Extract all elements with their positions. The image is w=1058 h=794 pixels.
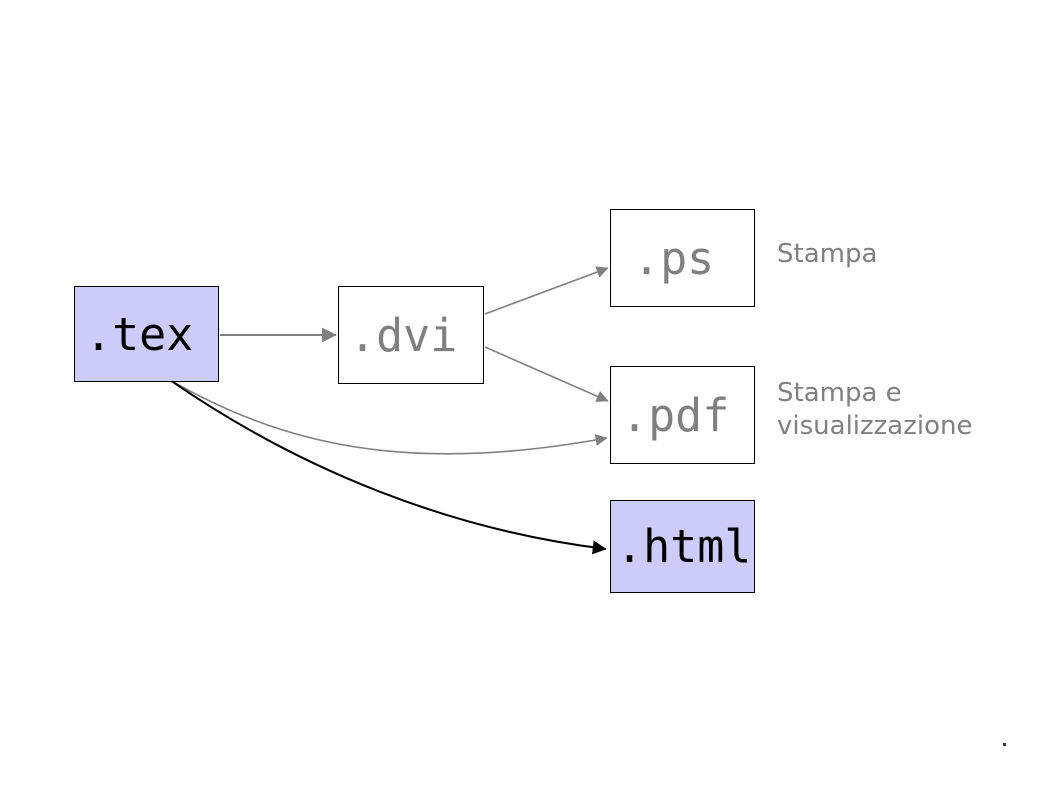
node-dvi-label: .dvi xyxy=(349,308,458,362)
node-tex-label: .tex xyxy=(85,307,194,361)
node-ps-label: .ps xyxy=(633,231,715,285)
annotation-stampa-visualizzazione: Stampa e visualizzazione xyxy=(777,378,973,441)
node-html-label: .html xyxy=(616,520,752,573)
node-dvi[interactable]: .dvi xyxy=(338,286,484,384)
node-pdf[interactable]: .pdf xyxy=(610,366,755,464)
edge-dvi-to-pdf xyxy=(484,346,609,402)
stray-speck-mark xyxy=(1003,743,1006,746)
node-tex[interactable]: .tex xyxy=(74,286,219,382)
edge-tex-to-pdf xyxy=(169,379,608,455)
edge-dvi-to-ps xyxy=(484,266,609,315)
annotation-stampa: Stampa xyxy=(777,239,878,269)
edge-tex-to-html xyxy=(169,379,607,555)
node-pdf-label: .pdf xyxy=(621,388,730,442)
node-ps[interactable]: .ps xyxy=(610,209,755,307)
node-html[interactable]: .html xyxy=(610,500,755,593)
